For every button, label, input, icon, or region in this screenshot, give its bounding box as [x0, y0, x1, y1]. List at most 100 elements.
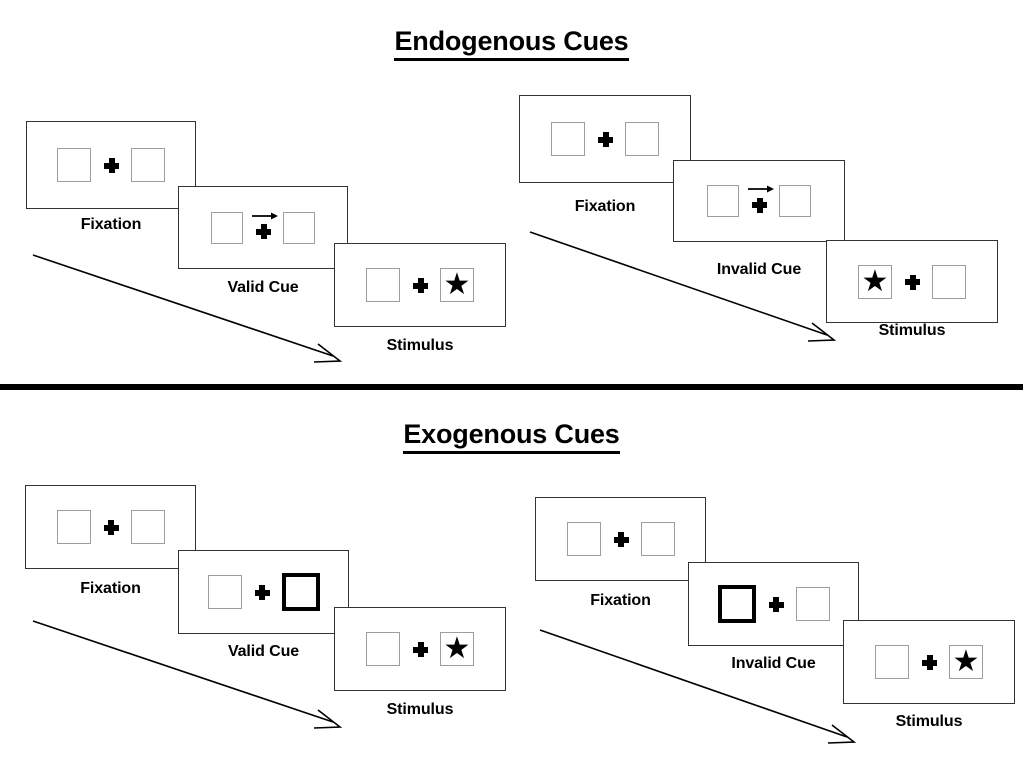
left-box-slot [366, 632, 400, 666]
right-box-cued [281, 573, 320, 611]
endo-invalid-stimulus-panel: ★ [826, 240, 998, 323]
right-box-slot [130, 510, 165, 544]
exo-valid-flow-arrow [32, 620, 343, 729]
exo-invalid-flow-arrow [539, 629, 857, 744]
endo-invalid-fixation-panel [519, 95, 691, 183]
left-box-slot: ★ [858, 264, 892, 299]
endo-invalid-fixation-content [551, 122, 659, 156]
fixation-cross-icon [739, 184, 779, 218]
right-box-slot [281, 573, 320, 611]
section-title-endogenous: Endogenous Cues [0, 26, 1023, 61]
left-box-slot [717, 585, 756, 623]
endo-invalid-cue-caption: Invalid Cue [716, 261, 802, 278]
endo-invalid-flow-arrow [529, 231, 837, 342]
fixation-cross-icon [892, 271, 932, 293]
right-box-with-target [949, 645, 983, 679]
left-box [56, 510, 91, 544]
section-title-endogenous-text: Endogenous Cues [394, 26, 629, 61]
endo-valid-cue-caption: Valid Cue [227, 279, 299, 296]
right-box [779, 185, 811, 217]
right-box [625, 122, 659, 156]
exo-invalid-stimulus-panel: ★ [843, 620, 1015, 704]
cue-arrow-right-icon [252, 212, 278, 219]
left-box-slot [56, 510, 91, 544]
left-box-slot [875, 645, 909, 679]
endo-valid-stimulus-caption: Stimulus [386, 337, 454, 354]
right-box [795, 587, 830, 621]
left-box-cued [717, 585, 756, 623]
left-box [366, 268, 400, 302]
section-title-exogenous: Exogenous Cues [0, 419, 1023, 454]
fixation-cross-icon [400, 638, 440, 660]
exo-invalid-fixation-content [566, 522, 675, 556]
left-box [211, 211, 243, 244]
right-box [131, 148, 165, 182]
endo-valid-cue-panel [178, 186, 348, 269]
right-box-with-target [440, 268, 474, 302]
right-box-slot: ★ [949, 645, 983, 679]
fixation-cross-icon [601, 528, 641, 550]
exo-valid-stimulus-caption: Stimulus [386, 701, 454, 718]
exo-invalid-fixation-panel [535, 497, 706, 581]
exo-invalid-cue-content [717, 585, 830, 623]
exo-invalid-fixation-caption: Fixation [590, 592, 651, 609]
left-box [566, 522, 601, 556]
right-box-slot [779, 185, 811, 217]
target-star-icon: ★ [443, 632, 471, 665]
endo-valid-flow-arrow [32, 254, 343, 363]
endo-valid-fixation-content [57, 148, 165, 182]
exo-valid-fixation-panel [25, 485, 196, 569]
cue-arrow-right-icon [748, 185, 774, 193]
endo-invalid-fixation-caption: Fixation [574, 198, 636, 215]
endo-valid-fixation-caption: Fixation [80, 216, 142, 233]
target-star-icon: ★ [443, 268, 471, 301]
exo-invalid-stimulus-caption: Stimulus [895, 713, 963, 730]
left-box-slot [207, 575, 242, 609]
exo-valid-cue-content [207, 573, 320, 611]
exo-invalid-stimulus-content: ★ [875, 645, 983, 679]
right-box-slot: ★ [440, 632, 474, 666]
exo-valid-fixation-caption: Fixation [80, 580, 141, 597]
right-box-with-target [440, 632, 474, 666]
endo-invalid-cue-panel [673, 160, 845, 242]
endo-valid-stimulus-panel: ★ [334, 243, 506, 327]
target-star-icon: ★ [861, 264, 889, 298]
right-box-slot [795, 587, 830, 621]
endo-invalid-stimulus-content: ★ [858, 264, 966, 299]
section-divider [0, 384, 1023, 390]
left-box-with-target [858, 264, 892, 299]
exo-invalid-cue-panel [688, 562, 859, 646]
fixation-cross-icon [400, 274, 440, 296]
right-box-slot [932, 264, 966, 299]
right-box-slot: ★ [440, 268, 474, 302]
left-box [366, 632, 400, 666]
left-box-slot [566, 522, 601, 556]
exo-valid-cue-panel [178, 550, 349, 634]
fixation-cross-icon [585, 128, 625, 150]
fixation-cross-icon [91, 516, 131, 538]
right-box [283, 211, 315, 244]
exo-valid-fixation-content [56, 510, 165, 544]
left-box [207, 575, 242, 609]
right-box [130, 510, 165, 544]
right-box-slot [625, 122, 659, 156]
fixation-cross-icon [756, 593, 796, 615]
left-box [551, 122, 585, 156]
left-box-slot [57, 148, 91, 182]
right-box [932, 264, 966, 299]
target-star-icon: ★ [952, 645, 980, 678]
left-box-slot [366, 268, 400, 302]
section-title-exogenous-text: Exogenous Cues [403, 419, 620, 454]
endo-valid-fixation-panel [26, 121, 196, 209]
exo-valid-stimulus-panel: ★ [334, 607, 506, 691]
exo-invalid-cue-caption: Invalid Cue [731, 655, 816, 672]
exo-valid-cue-caption: Valid Cue [227, 643, 300, 660]
endo-invalid-stimulus-caption: Stimulus [878, 322, 946, 339]
left-box-slot [707, 185, 739, 217]
right-box-slot [640, 522, 675, 556]
fixation-cross-icon [909, 651, 949, 673]
endo-invalid-cue-content [707, 184, 811, 218]
left-box [875, 645, 909, 679]
left-box [707, 185, 739, 217]
left-box-slot [211, 211, 243, 244]
